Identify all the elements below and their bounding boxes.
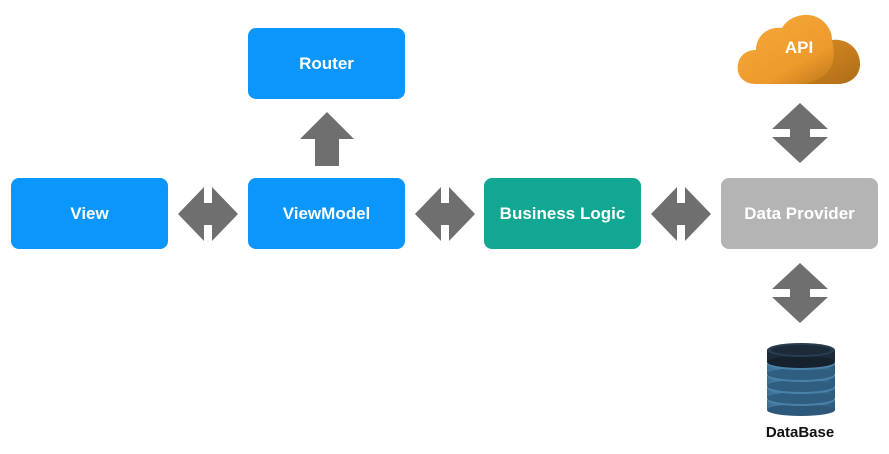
viewmodel-box: ViewModel [248, 178, 405, 249]
double-arrow-horizontal-icon [415, 187, 475, 241]
viewmodel-label: ViewModel [282, 203, 371, 223]
view-label: View [70, 203, 109, 223]
double-arrow-horizontal-icon [651, 187, 711, 241]
api-label: API [784, 38, 814, 57]
data-provider-box: Data Provider [721, 178, 878, 249]
router-label: Router [299, 53, 354, 73]
router-box: Router [248, 28, 405, 99]
business-logic-label: Business Logic [499, 203, 626, 223]
view-box: View [11, 178, 168, 249]
data-provider-label: Data Provider [744, 203, 855, 223]
double-arrow-horizontal-icon [178, 187, 238, 241]
database-label: DataBase [765, 424, 835, 441]
cloud-icon [737, 14, 860, 85]
double-arrow-vertical-icon [772, 263, 828, 323]
up-arrow-icon [300, 112, 354, 166]
database-icon [767, 343, 835, 416]
double-arrow-vertical-icon [772, 103, 828, 163]
business-logic-box: Business Logic [484, 178, 641, 249]
